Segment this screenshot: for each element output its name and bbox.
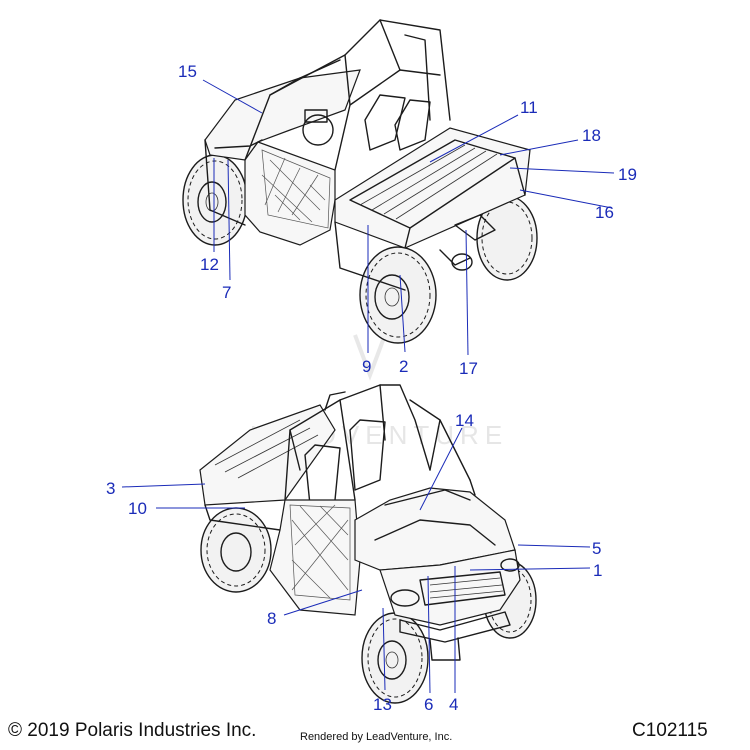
leader-11 (429, 114, 519, 163)
callout-10: 10 (128, 499, 147, 518)
leader-14 (419, 427, 463, 511)
vehicle-rear-view (182, 19, 538, 344)
roll-cage-bottom (284, 384, 471, 501)
rear-left-tire (359, 246, 437, 344)
copyright-text: © 2019 Polaris Industries Inc. (8, 720, 257, 741)
roll-cage-top (244, 19, 451, 171)
leader-7 (227, 159, 231, 281)
rear-tire-bottom (200, 507, 272, 593)
callout-17: 17 (459, 359, 478, 378)
door-net-top (261, 149, 331, 229)
callout-8: 8 (267, 609, 276, 628)
door-net-bottom (289, 504, 351, 601)
leader-13 (382, 607, 386, 691)
callout-11: 11 (520, 98, 538, 117)
callout-5: 5 (592, 539, 601, 558)
leader-1 (469, 567, 591, 571)
callout-3: 3 (106, 479, 115, 498)
leader-lines (121, 79, 615, 694)
callout-2: 2 (399, 357, 408, 376)
front-left-tire-bottom (361, 612, 429, 704)
callout-14: 14 (455, 411, 474, 430)
callout-1: 1 (593, 561, 602, 580)
leader-15 (202, 79, 263, 114)
front-left-tire (182, 154, 248, 246)
leader-16 (519, 189, 613, 209)
leader-19 (509, 167, 615, 174)
leader-6 (427, 575, 431, 694)
callout-15: 15 (178, 62, 197, 81)
cargo-bed-top (334, 127, 531, 291)
callout-16: 16 (595, 203, 614, 222)
leader-17 (465, 229, 469, 356)
callout-7: 7 (222, 283, 231, 302)
callout-12: 12 (200, 255, 219, 274)
leader-3 (121, 483, 206, 488)
callout-19: 19 (618, 165, 637, 184)
leader-8 (283, 589, 363, 616)
callout-9: 9 (362, 357, 371, 376)
leader-18 (499, 139, 579, 156)
leader-5 (517, 544, 591, 548)
leader-2 (399, 274, 406, 353)
rendered-by-text: Rendered by LeadVenture, Inc. (300, 731, 453, 743)
callout-18: 18 (582, 126, 601, 145)
vehicle-front-view (199, 384, 537, 704)
callout-6: 6 (424, 695, 433, 714)
cargo-bed-bottom (199, 404, 336, 531)
callout-4: 4 (449, 695, 458, 714)
figure-id: C102115 (632, 720, 708, 741)
callout-13: 13 (373, 695, 392, 714)
callout-labels: 15 11 18 19 16 12 7 9 2 17 14 3 10 5 1 8… (106, 62, 637, 714)
